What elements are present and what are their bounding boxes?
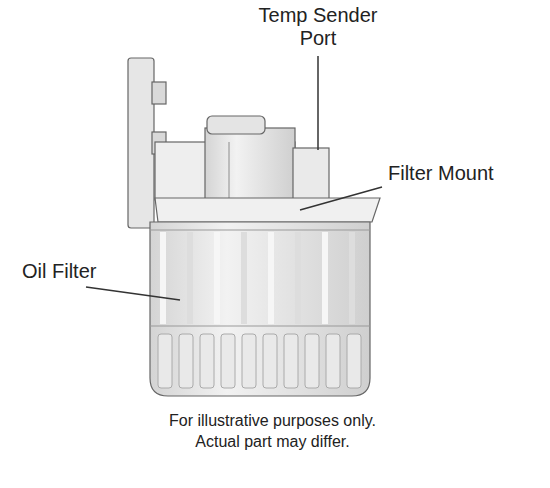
part-label: Temp Sender Port <box>250 4 386 50</box>
part-label: Oil Filter <box>22 260 142 283</box>
temp-sender-port <box>293 148 329 200</box>
leader-lines <box>86 56 382 300</box>
filter-mount-plate <box>155 198 380 222</box>
filter-mount-assembly <box>128 58 380 228</box>
leader-line <box>86 287 180 300</box>
mount-boss <box>205 128 295 200</box>
leader-line <box>300 187 382 210</box>
mount-cap <box>207 116 265 134</box>
bracket-plate <box>128 58 154 228</box>
caption: For illustrative purposes only. Actual p… <box>150 410 395 452</box>
part-label: Filter Mount <box>388 162 538 185</box>
leader-line <box>317 56 319 150</box>
bolt-head <box>152 82 166 104</box>
oil-filter-canister <box>150 222 370 396</box>
filter-body <box>150 222 370 396</box>
